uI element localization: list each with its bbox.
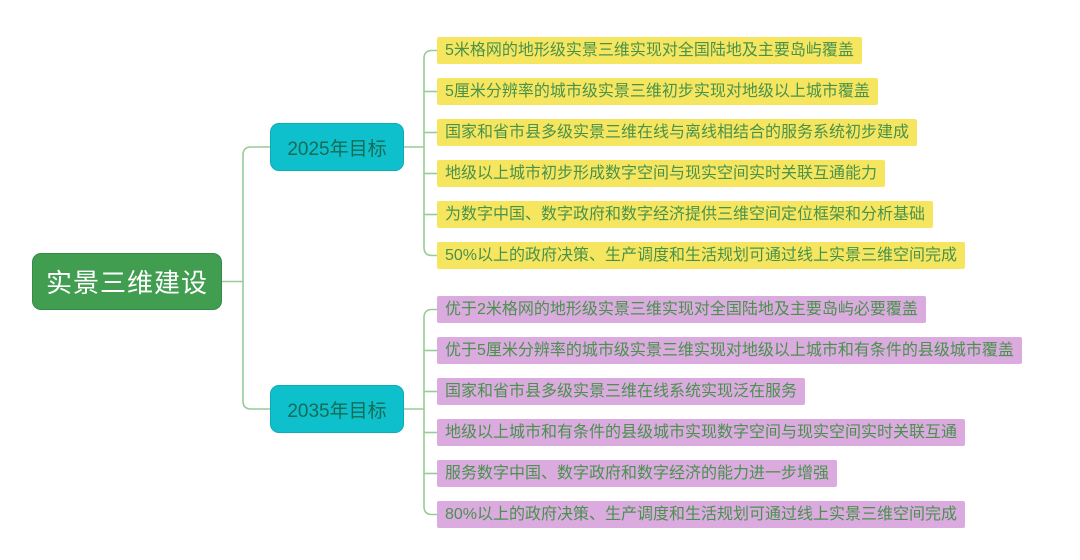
- leaf-node-2025-2[interactable]: 5厘米分辨率的城市级实景三维初步实现对地级以上城市覆盖: [437, 78, 878, 105]
- leaf-node-2035-1[interactable]: 优于2米格网的地形级实景三维实现对全国陆地及主要岛屿必要覆盖: [437, 296, 926, 323]
- leaf-group-2035: 优于2米格网的地形级实景三维实现对全国陆地及主要岛屿必要覆盖 优于5厘米分辨率的…: [437, 296, 1022, 528]
- leaf-node-2025-4[interactable]: 地级以上城市初步形成数字空间与现实空间实时关联互通能力: [437, 160, 886, 187]
- connector-2035-leaf1: [423, 308, 437, 409]
- connector-root-to-2035: [242, 281, 270, 410]
- leaf-node-2035-6[interactable]: 80%以上的政府决策、生产调度和生活规划可通过线上实景三维空间完成: [437, 501, 966, 528]
- connector-2025-leaf1: [423, 49, 437, 147]
- leaf-node-2035-4[interactable]: 地级以上城市和有条件的县级城市实现数字空间与现实空间实时关联互通: [437, 419, 966, 446]
- branch-node-2035-label: 2035年目标: [287, 400, 387, 422]
- root-node[interactable]: 实景三维建设: [32, 253, 222, 310]
- root-node-label: 实景三维建设: [45, 268, 208, 298]
- connector-2025-leaf6: [423, 147, 437, 257]
- leaf-node-2025-5[interactable]: 为数字中国、数字政府和数字经济提供三维空间定位框架和分析基础: [437, 201, 934, 228]
- branch-node-2035[interactable]: 2035年目标: [270, 385, 404, 433]
- connector-root-to-2025: [242, 146, 270, 282]
- leaf-node-2035-5[interactable]: 服务数字中国、数字政府和数字经济的能力进一步增强: [437, 460, 838, 487]
- branch-node-2025[interactable]: 2025年目标: [270, 123, 404, 171]
- leaf-node-2025-1[interactable]: 5米格网的地形级实景三维实现对全国陆地及主要岛屿覆盖: [437, 37, 862, 64]
- leaf-group-2025: 5米格网的地形级实景三维实现对全国陆地及主要岛屿覆盖 5厘米分辨率的城市级实景三…: [437, 37, 966, 269]
- leaf-node-2025-6[interactable]: 50%以上的政府决策、生产调度和生活规划可通过线上实景三维空间完成: [437, 242, 966, 269]
- branch-node-2025-label: 2025年目标: [287, 138, 387, 160]
- leaf-node-2035-2[interactable]: 优于5厘米分辨率的城市级实景三维实现对地级以上城市和有条件的县级城市覆盖: [437, 337, 1022, 364]
- connector-2035-leaf6: [423, 409, 437, 516]
- leaf-node-2035-3[interactable]: 国家和省市县多级实景三维在线系统实现泛在服务: [437, 378, 806, 405]
- leaf-node-2025-3[interactable]: 国家和省市县多级实景三维在线与离线相结合的服务系统初步建成: [437, 119, 918, 146]
